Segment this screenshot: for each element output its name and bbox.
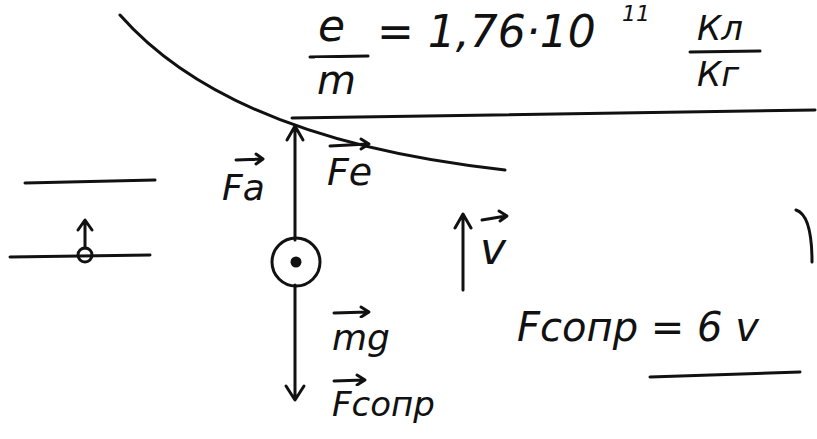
- plate-line: [10, 255, 150, 257]
- exponent: 11: [620, 2, 652, 26]
- vector-arrow: [236, 154, 263, 164]
- droplet: [272, 238, 320, 286]
- vector-arrow: [482, 211, 507, 221]
- formula-text: e: [316, 2, 347, 50]
- droplet-center: [292, 258, 300, 266]
- vector-arrow: [330, 139, 369, 149]
- underline: [292, 110, 815, 118]
- formula-text: = 1,76·10: [375, 8, 598, 56]
- fraction-bar: [690, 51, 760, 52]
- fraction-bar: [310, 56, 368, 57]
- formula-text: Fсопр = 6 v: [515, 305, 761, 349]
- underline: [650, 372, 800, 377]
- force-arrow-up: [287, 126, 303, 240]
- velocity-arrow: [455, 214, 471, 290]
- formula-text: m: [315, 58, 358, 102]
- force-label: Fa: [220, 168, 267, 208]
- unit-text: Кл: [695, 10, 745, 47]
- small-arrow: [78, 220, 92, 248]
- force-label: mg: [330, 318, 392, 358]
- droplet: [78, 248, 92, 262]
- force-label: Fсопр: [330, 386, 437, 423]
- vector-arrow: [334, 307, 369, 317]
- force-arrow-down: [286, 285, 304, 400]
- plate-line: [25, 180, 155, 183]
- force-label: Fe: [325, 152, 374, 194]
- bracket: [796, 210, 812, 262]
- unit-text: Кг: [695, 56, 741, 93]
- vector-arrow: [334, 375, 365, 385]
- velocity-label: v: [478, 225, 508, 273]
